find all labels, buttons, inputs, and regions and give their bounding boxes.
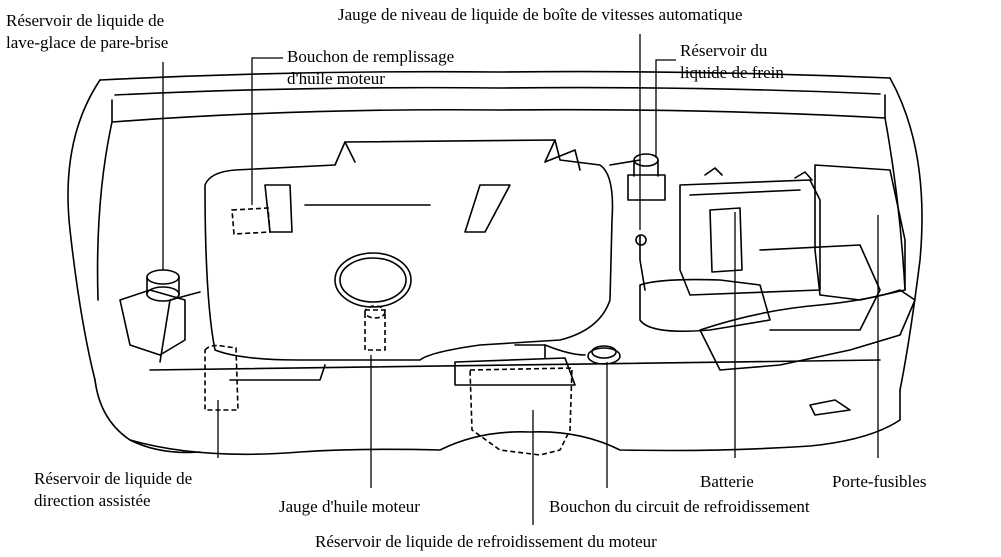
fuse-box-label: Porte-fusibles: [832, 472, 927, 491]
washer-reservoir-label: Réservoir de liquide de lave-glace de pa…: [6, 10, 168, 54]
oil-dipstick-label: Jauge d'huile moteur: [279, 497, 420, 516]
ps-reservoir-hidden: [204, 344, 239, 411]
coolant-reservoir-hidden: [469, 367, 573, 456]
power-steering-reservoir-label-line1: Réservoir de liquide de: [34, 469, 193, 488]
right-fender: [889, 77, 923, 391]
power-steering-reservoir-label: Réservoir de liquide de direction assist…: [34, 468, 192, 512]
intake-duct: [639, 278, 771, 333]
radiator-cap-label: Bouchon du circuit de refroidissement: [549, 497, 810, 516]
washer-reservoir-label-line2: lave-glace de pare-brise: [6, 33, 169, 52]
battery-label: Batterie: [700, 472, 754, 491]
power-steering-reservoir-label-line2: direction assistée: [34, 491, 151, 510]
brake-reservoir-label-line1: Réservoir du: [680, 41, 768, 60]
battery: [679, 179, 821, 296]
left-fender: [67, 79, 101, 381]
front-support: [94, 379, 901, 456]
oil-filler-cap-label-line2: d'huile moteur: [287, 69, 385, 88]
washer-reservoir-label-line1: Réservoir de liquide de: [6, 11, 165, 30]
hood-outline: [99, 70, 891, 81]
engine-cover: [204, 139, 614, 361]
fuse-box: [814, 164, 906, 301]
leader-brake: [655, 59, 676, 158]
coolant-reservoir-label: Réservoir de liquide de refroidissement …: [315, 532, 657, 551]
atf-dipstick-label: Jauge de niveau de liquide de boîte de v…: [338, 5, 743, 24]
leader-oil-cap: [251, 57, 283, 205]
oil-dipstick-hidden: [364, 309, 386, 351]
brake-reservoir-label-line2: liquide de frein: [680, 63, 784, 82]
oil-cap-hidden-outline: [231, 207, 271, 235]
brake-reservoir: [627, 174, 666, 201]
brake-reservoir-label: Réservoir du liquide de frein: [680, 40, 784, 84]
coolant-reservoir: [454, 357, 576, 386]
oil-filler-cap-label: Bouchon de remplissage d'huile moteur: [287, 46, 454, 90]
oil-filler-cap-label-line1: Bouchon de remplissage: [287, 47, 455, 66]
